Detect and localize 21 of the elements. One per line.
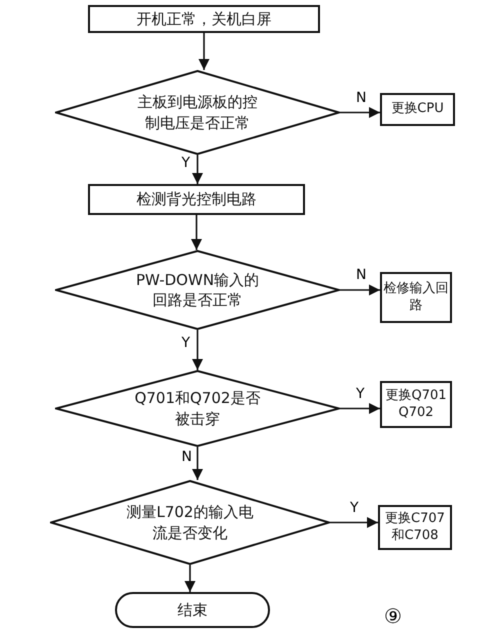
arrow <box>192 330 204 370</box>
process-box: 开机正常，关机白屏 <box>88 5 320 33</box>
process-box: 检测背光控制电路 <box>88 184 305 215</box>
arrow <box>184 565 196 592</box>
arrow <box>330 516 378 528</box>
arrow <box>190 215 202 250</box>
decision-diamond: PW-DOWN输入的回路是否正常 <box>55 250 340 330</box>
process-box: 检修输入回路 <box>380 272 452 323</box>
arrow <box>198 33 210 70</box>
arrow <box>192 447 204 480</box>
terminal-box: 结束 <box>115 592 270 628</box>
arrow <box>192 155 204 184</box>
process-box: 更换Q701 Q702 <box>380 381 452 428</box>
process-box: 更换C707和C708 <box>378 505 452 550</box>
arrow <box>340 106 380 118</box>
arrow <box>340 284 380 296</box>
arrow <box>340 402 380 414</box>
decision-diamond: Q701和Q702是否被击穿 <box>55 370 340 447</box>
decision-diamond: 测量L702的输入电流是否变化 <box>50 480 330 565</box>
process-box: 更换CPU <box>380 93 455 126</box>
decision-diamond: 主板到电源板的控制电压是否正常 <box>55 70 340 155</box>
